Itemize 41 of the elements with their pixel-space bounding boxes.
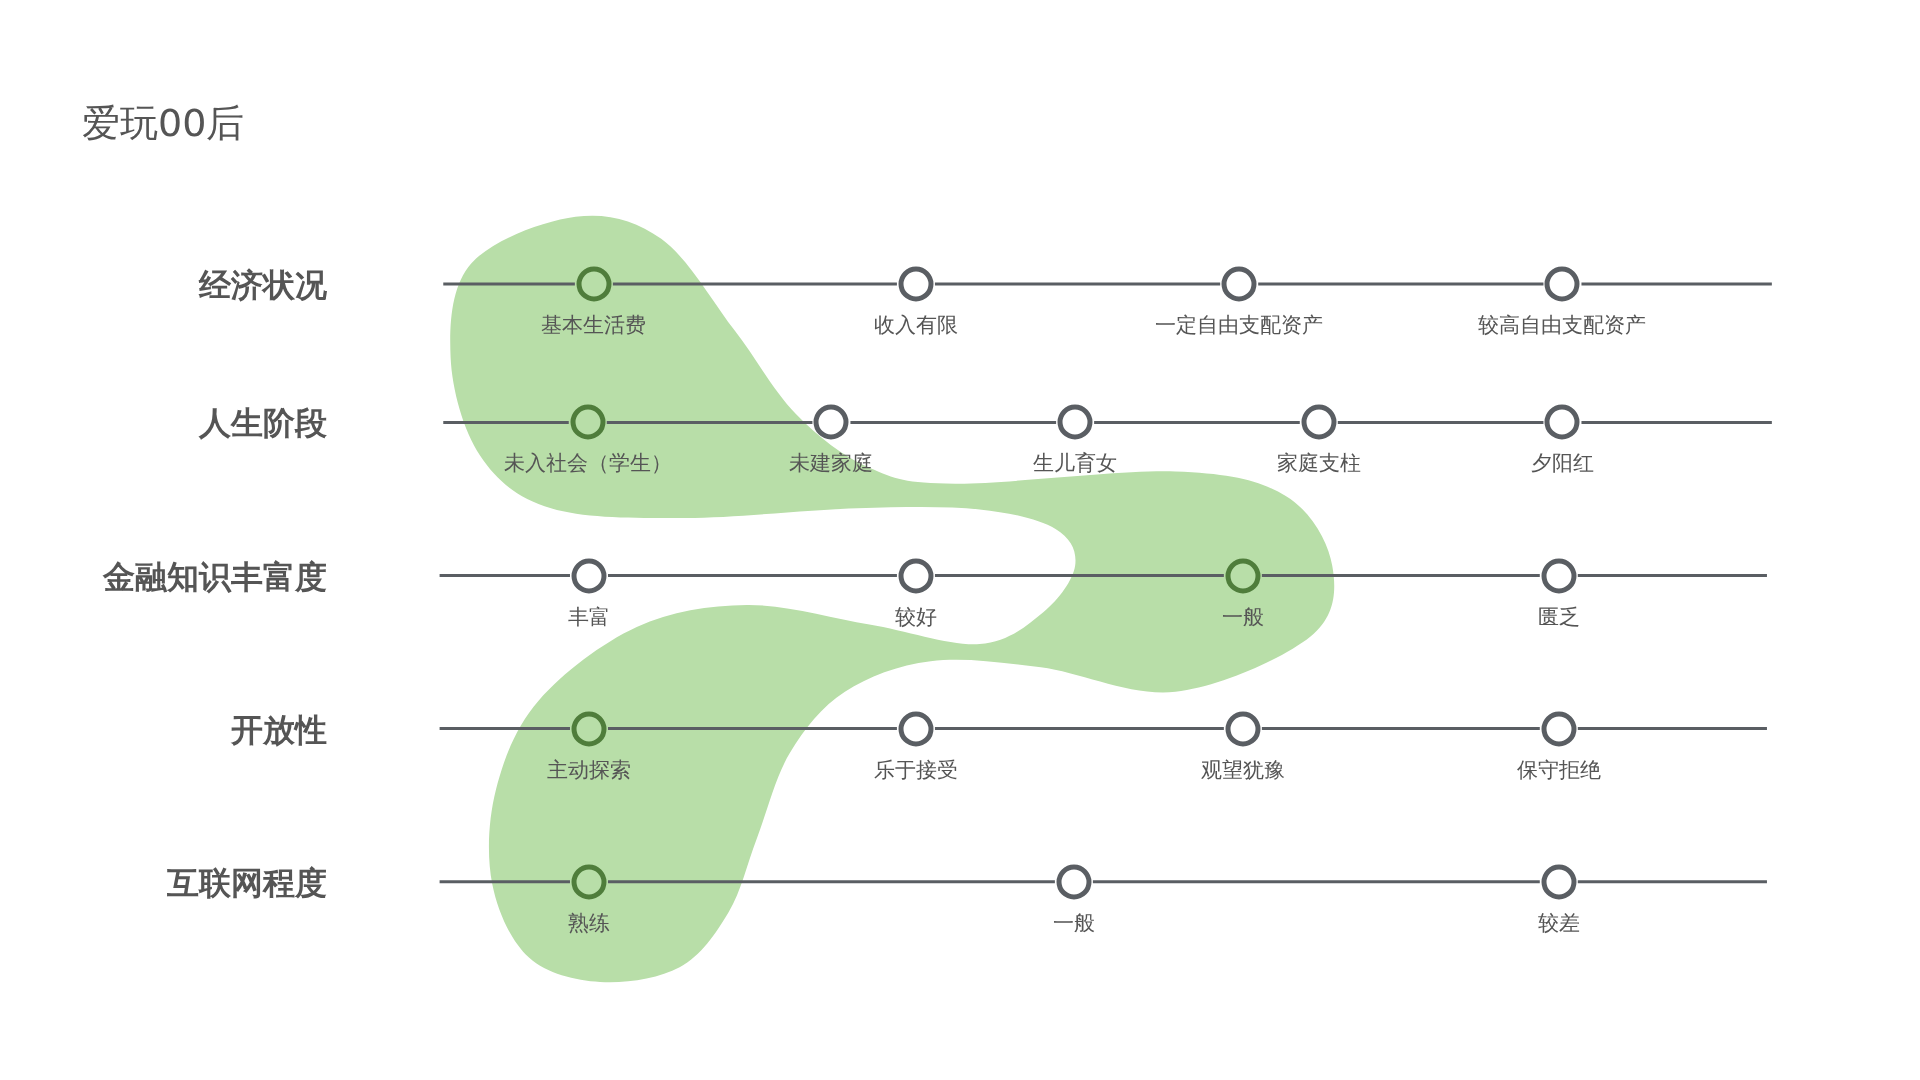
stage-label: 较高自由支配资产 xyxy=(1478,312,1647,340)
connector-line xyxy=(608,880,1055,884)
stage-label: 基本生活费 xyxy=(541,312,647,340)
connector-line xyxy=(934,574,1224,577)
connector-line xyxy=(608,574,897,577)
stage-label: 生儿育女 xyxy=(1033,450,1118,478)
connector-line xyxy=(1337,420,1544,424)
stage-label: 较好 xyxy=(894,603,937,631)
stage-label: 一般 xyxy=(1052,909,1095,937)
stage-label: 乐于接受 xyxy=(873,756,958,784)
stage-label: 夕阳红 xyxy=(1530,450,1594,478)
stage-label: 丰富 xyxy=(568,603,610,631)
stage-label: 保守拒绝 xyxy=(1516,756,1601,784)
stage-label: 家庭支柱 xyxy=(1276,450,1361,478)
stage-label: 一定自由支配资产 xyxy=(1155,312,1324,340)
row-heading: 互联网程度 xyxy=(167,862,327,904)
stage-label: 收入有限 xyxy=(873,312,958,340)
stage-label: 未入社会（学生） xyxy=(503,450,672,478)
title: 爱玩00后 xyxy=(82,100,245,147)
connector-line xyxy=(612,282,897,286)
connector-line xyxy=(1258,282,1544,286)
connector-line xyxy=(1261,574,1540,577)
row-heading: 金融知识丰富度 xyxy=(103,556,327,598)
stage-label: 匮乏 xyxy=(1537,603,1580,631)
stage-label: 较差 xyxy=(1537,909,1580,937)
connector-line xyxy=(608,727,897,731)
row-heading: 开放性 xyxy=(231,709,327,751)
stage-label: 一般 xyxy=(1221,603,1264,631)
stage-label: 熟练 xyxy=(568,909,610,937)
connector-line xyxy=(1261,727,1540,731)
connector-line xyxy=(606,420,813,424)
stage-label: 主动探索 xyxy=(547,756,631,784)
row-heading: 人生阶段 xyxy=(199,403,327,445)
connector-line xyxy=(1094,420,1300,424)
connector-line xyxy=(934,727,1224,731)
connector-line xyxy=(934,282,1221,286)
connector-line xyxy=(1092,880,1540,884)
stage-label: 观望犹豫 xyxy=(1200,756,1285,784)
stage-label: 未建家庭 xyxy=(789,450,874,478)
row-heading: 经济状况 xyxy=(199,265,327,307)
connector-line xyxy=(850,420,1057,424)
